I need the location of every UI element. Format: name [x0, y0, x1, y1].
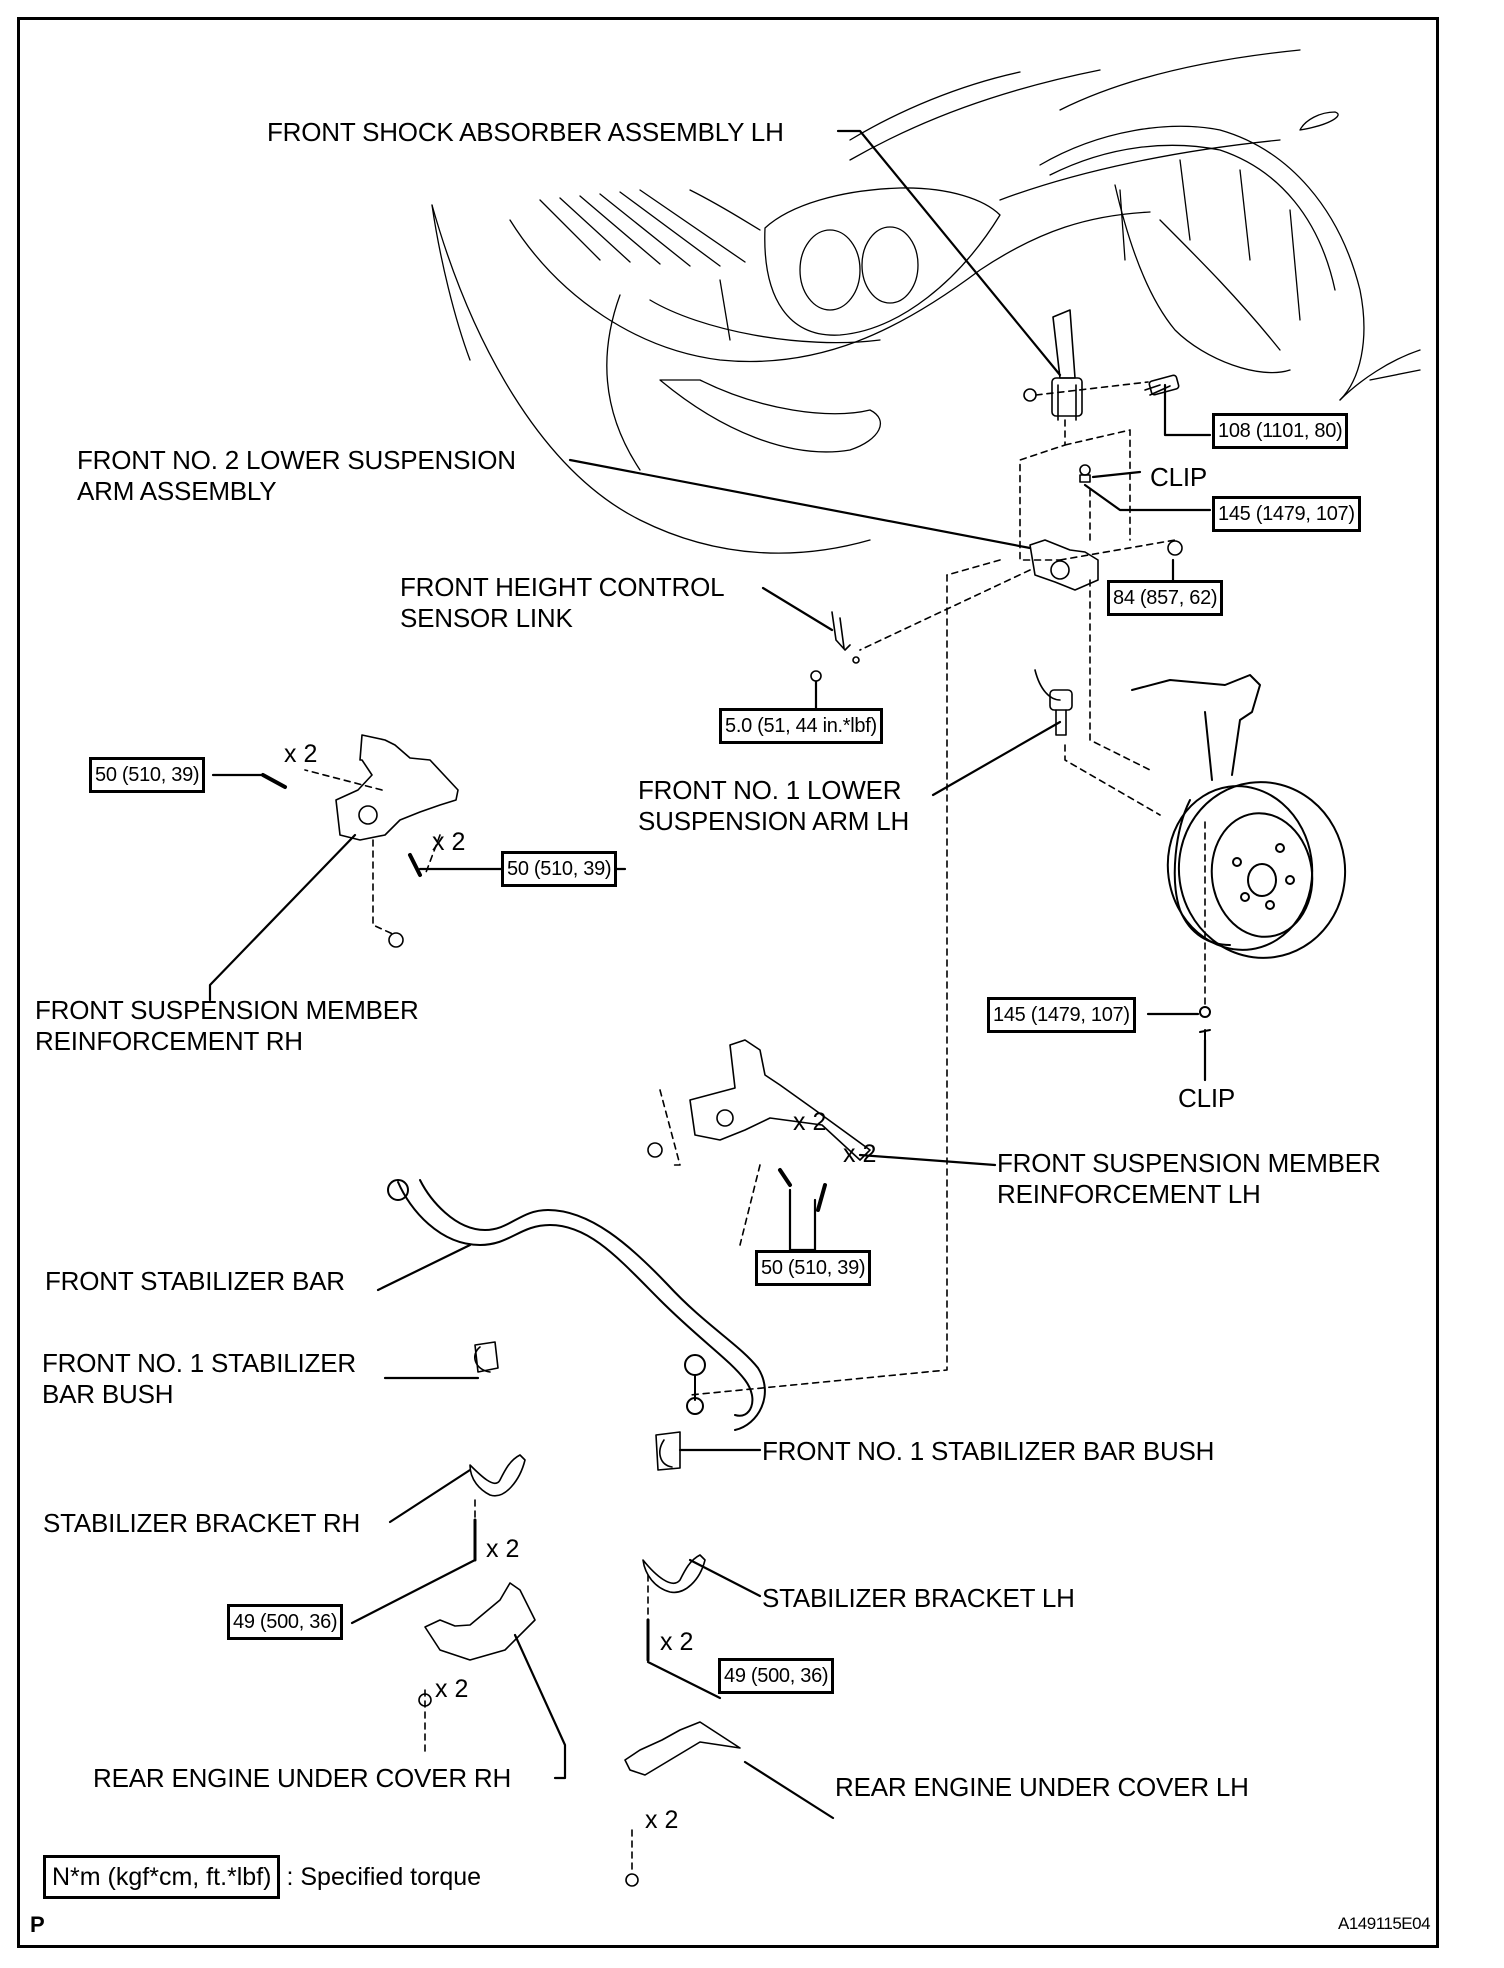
- torque-reinforcement-rh-a: 50 (510, 39): [89, 757, 206, 793]
- qty-reinforcement-rh-b: x 2: [432, 828, 466, 856]
- shock-absorber-part: [1023, 309, 1180, 421]
- torque-reinforcement-lh: 50 (510, 39): [755, 1250, 872, 1286]
- label-stabilizer-bracket-lh: STABILIZER BRACKET LH: [762, 1583, 1075, 1613]
- no2-lower-arm-part: [1029, 464, 1183, 591]
- label-front-no1-stabilizer-bar-bush-lh: FRONT NO. 1 STABILIZER BAR BUSH: [762, 1436, 1215, 1466]
- torque-bracket-lh: 49 (500, 36): [718, 1658, 835, 1694]
- leader-lines: [208, 129, 1212, 1820]
- torque-no2-arm-upper: 145 (1479, 107): [1212, 496, 1361, 532]
- qty-reinforcement-lh-b: x 2: [843, 1140, 877, 1168]
- label-front-stabilizer-bar: FRONT STABILIZER BAR: [45, 1266, 345, 1296]
- no1-lower-arm-part: [1034, 669, 1073, 736]
- torque-no2-arm-nut: 84 (857, 62): [1107, 580, 1224, 616]
- legend-description: : Specified torque: [286, 1863, 482, 1891]
- torque-height-sensor: 5.0 (51, 44 in.*lbf): [719, 708, 883, 744]
- figure-frame: [17, 17, 1439, 1948]
- reinforcement-rh-part: [261, 734, 459, 948]
- page-marker: P: [30, 1912, 45, 1937]
- vehicle-body-outline: [431, 49, 1421, 554]
- label-front-suspension-member-reinforcement-rh: FRONT SUSPENSION MEMBER REINFORCEMENT RH: [35, 995, 419, 1056]
- label-front-height-control-sensor-link: FRONT HEIGHT CONTROL SENSOR LINK: [400, 572, 725, 633]
- torque-no1-arm-nut: 145 (1479, 107): [987, 997, 1136, 1033]
- qty-bracket-lh: x 2: [660, 1628, 694, 1656]
- label-rear-engine-under-cover-rh: REAR ENGINE UNDER COVER RH: [93, 1763, 512, 1793]
- torque-shock-lower-bolt: 108 (1101, 80): [1212, 413, 1349, 449]
- label-front-no1-stabilizer-bar-bush-rh: FRONT NO. 1 STABILIZER BAR BUSH: [42, 1348, 356, 1409]
- legend-unit-box: N*m (kgf*cm, ft.*lbf): [43, 1855, 281, 1899]
- torque-reinforcement-rh-b: 50 (510, 39): [501, 851, 618, 887]
- label-clip-lower: CLIP: [1178, 1083, 1236, 1113]
- stabilizer-bracket-parts: [469, 1454, 706, 1662]
- bush-parts: [474, 1341, 681, 1471]
- label-front-shock-absorber: FRONT SHOCK ABSORBER ASSEMBLY LH: [267, 117, 784, 147]
- label-front-no1-lower-arm: FRONT NO. 1 LOWER SUSPENSION ARM LH: [638, 775, 910, 836]
- figure-id: A149115E04: [1338, 1914, 1431, 1933]
- label-front-suspension-member-reinforcement-lh: FRONT SUSPENSION MEMBER REINFORCEMENT LH: [997, 1148, 1381, 1209]
- reinforcement-lh-part: [647, 1039, 871, 1212]
- qty-cover-rh: x 2: [435, 1675, 469, 1703]
- label-front-no2-lower-arm: FRONT NO. 2 LOWER SUSPENSION ARM ASSEMBL…: [77, 445, 516, 506]
- label-stabilizer-bracket-rh: STABILIZER BRACKET RH: [43, 1508, 361, 1538]
- knuckle-hub-part: [1131, 674, 1347, 1076]
- label-rear-engine-under-cover-lh: REAR ENGINE UNDER COVER LH: [835, 1772, 1249, 1802]
- qty-reinforcement-lh-a: x 2: [793, 1108, 827, 1136]
- qty-cover-lh: x 2: [645, 1806, 679, 1834]
- stabilizer-bar-part: [387, 1179, 766, 1431]
- torque-bracket-rh: 49 (500, 36): [227, 1604, 344, 1640]
- torque-legend: N*m (kgf*cm, ft.*lbf) : Specified torque: [43, 1855, 481, 1899]
- under-cover-parts: [418, 1582, 741, 1887]
- qty-reinforcement-rh-a: x 2: [284, 740, 318, 768]
- label-clip-upper: CLIP: [1150, 462, 1208, 492]
- qty-bracket-rh: x 2: [486, 1535, 520, 1563]
